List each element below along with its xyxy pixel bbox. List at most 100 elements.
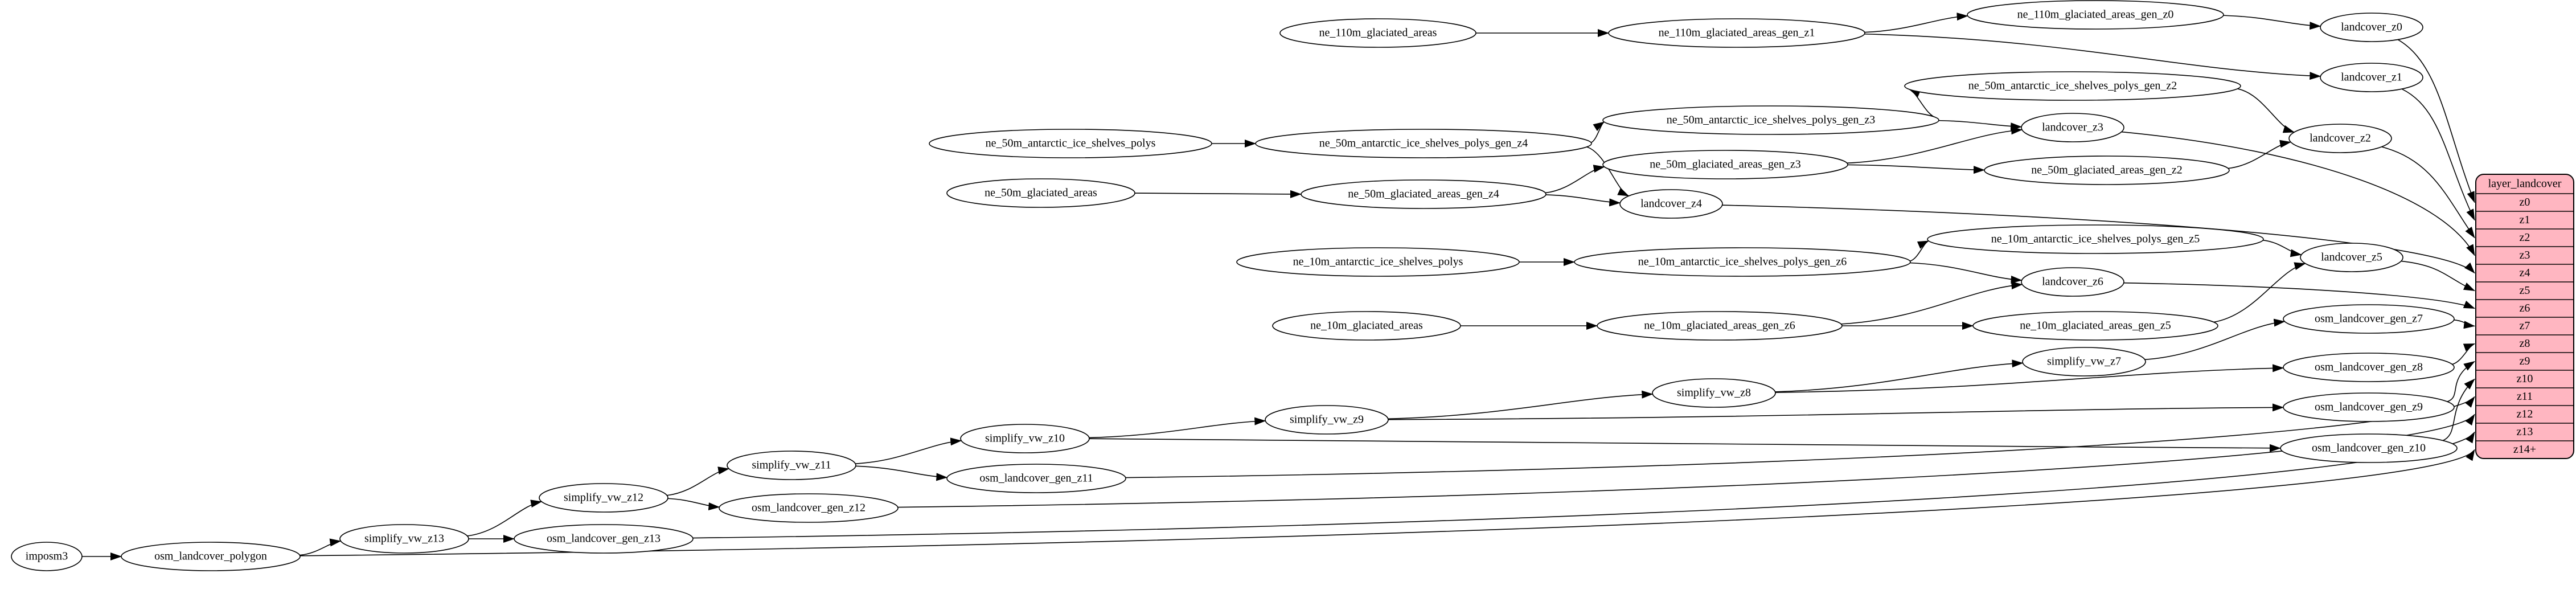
layer-table-header-label: layer_landcover: [2488, 178, 2562, 190]
node-ne_50m_antarctic_ice_shelves_polys_gen_z4: ne_50m_antarctic_ice_shelves_polys_gen_z…: [1255, 129, 1592, 158]
node-label-simplify_vw_z12: simplify_vw_z12: [564, 492, 643, 504]
edge-simplify_vw_z11-to-simplify_vw_z10: [855, 437, 962, 464]
node-ellipse-osm_landcover_gen_z7: [2283, 304, 2455, 334]
node-ne_10m_antarctic_ice_shelves_polys_gen_z6: ne_10m_antarctic_ice_shelves_polys_gen_z…: [1574, 247, 1911, 277]
node-ellipse-imposm3: [11, 542, 83, 571]
edge-osm_landcover_gen_z7-to-z7: [2454, 319, 2475, 329]
node-simplify_vw_z10: simplify_vw_z10: [960, 424, 1090, 453]
node-ellipse-ne_10m_glaciated_areas_gen_z6: [1597, 311, 1843, 341]
table-row-z1: z1: [2520, 214, 2530, 226]
node-label-ne_50m_antarctic_ice_shelves_polys_gen_z2: ne_50m_antarctic_ice_shelves_polys_gen_z…: [1968, 80, 2177, 92]
node-ne_10m_glaciated_areas_gen_z5: ne_10m_glaciated_areas_gen_z5: [1972, 311, 2218, 341]
edge-simplify_vw_z9-to-simplify_vw_z8: [1388, 390, 1654, 420]
node-label-osm_landcover_polygon: osm_landcover_polygon: [154, 550, 267, 563]
node-ellipse-landcover_z2: [2288, 124, 2392, 153]
node-ellipse-landcover_z4: [1619, 189, 1723, 219]
table-row-z11: z11: [2517, 390, 2533, 403]
edge-ne_50m_glaciated_areas_gen_z4-to-ne_50m_glaciated_areas_gen_z3: [1545, 165, 1605, 194]
node-ne_50m_antarctic_ice_shelves_polys_gen_z2: ne_50m_antarctic_ice_shelves_polys_gen_z…: [1904, 71, 2241, 101]
edge-ne_50m_antarctic_ice_shelves_polys_gen_z3-to-landcover_z3: [1938, 120, 2023, 131]
node-ellipse-ne_110m_glaciated_areas: [1279, 18, 1476, 48]
edge-ne_50m_glaciated_areas-to-ne_50m_glaciated_areas_gen_z4: [1134, 190, 1302, 198]
node-ellipse-osm_landcover_gen_z10: [2280, 433, 2458, 463]
node-ellipse-ne_10m_glaciated_areas: [1272, 311, 1461, 341]
node-simplify_vw_z11: simplify_vw_z11: [727, 451, 856, 480]
edge-osm_landcover_gen_z10-to-z10: [2442, 378, 2475, 441]
edge-simplify_vw_z12-to-simplify_vw_z11: [667, 466, 730, 496]
edge-simplify_vw_z9-to-osm_landcover_gen_z9: [1388, 403, 2284, 420]
node-ne_50m_glaciated_areas_gen_z4: ne_50m_glaciated_areas_gen_z4: [1301, 179, 1547, 209]
node-label-ne_110m_glaciated_areas: ne_110m_glaciated_areas: [1319, 27, 1437, 39]
node-ellipse-ne_50m_glaciated_areas_gen_z2: [1984, 155, 2230, 185]
table-row-z14+: z14+: [2513, 443, 2536, 456]
node-simplify_vw_z9: simplify_vw_z9: [1265, 405, 1389, 435]
table-row-z13: z13: [2517, 425, 2533, 438]
table-row-z6: z6: [2520, 302, 2530, 314]
table-row-z0: z0: [2520, 196, 2530, 208]
node-landcover_z4: landcover_z4: [1619, 189, 1723, 219]
node-label-ne_50m_antarctic_ice_shelves_polys: ne_50m_antarctic_ice_shelves_polys: [986, 137, 1156, 150]
node-label-landcover_z1: landcover_z1: [2341, 71, 2402, 84]
edge-ne_10m_glaciated_areas_gen_z6-to-landcover_z6: [1841, 281, 2023, 325]
node-label-landcover_z6: landcover_z6: [2042, 276, 2103, 288]
edge-landcover_z3-to-z3: [2121, 131, 2475, 256]
node-label-ne_10m_glaciated_areas: ne_10m_glaciated_areas: [1310, 320, 1423, 332]
node-label-osm_landcover_gen_z11: osm_landcover_gen_z11: [979, 472, 1093, 485]
node-ellipse-simplify_vw_z7: [2022, 347, 2146, 376]
node-label-osm_landcover_gen_z7: osm_landcover_gen_z7: [2315, 313, 2423, 325]
node-ellipse-osm_landcover_gen_z9: [2283, 392, 2455, 422]
edge-osm_landcover_gen_z12-to-z12: [897, 414, 2475, 508]
node-osm_landcover_gen_z9: osm_landcover_gen_z9: [2283, 392, 2455, 422]
node-ellipse-ne_50m_antarctic_ice_shelves_polys_gen_z4: [1255, 129, 1592, 158]
node-label-ne_50m_glaciated_areas_gen_z3: ne_50m_glaciated_areas_gen_z3: [1650, 158, 1800, 171]
node-label-landcover_z4: landcover_z4: [1640, 198, 1702, 210]
edge-ne_110m_glaciated_areas_gen_z0-to-landcover_z0: [2223, 15, 2321, 30]
node-ellipse-ne_50m_antarctic_ice_shelves_polys_gen_z2: [1904, 71, 2241, 101]
node-imposm3: imposm3: [11, 542, 83, 571]
node-label-simplify_vw_z11: simplify_vw_z11: [752, 459, 831, 472]
node-osm_landcover_gen_z12: osm_landcover_gen_z12: [719, 493, 899, 523]
edge-ne_10m_antarctic_ice_shelves_polys_gen_z6-to-ne_10m_antarctic_ice_shelves_polys_gen_z5: [1910, 240, 1929, 262]
node-ellipse-landcover_z0: [2320, 13, 2423, 42]
node-osm_landcover_gen_z7: osm_landcover_gen_z7: [2283, 304, 2455, 334]
node-ellipse-osm_landcover_polygon: [121, 542, 301, 571]
node-label-ne_50m_glaciated_areas_gen_z4: ne_50m_glaciated_areas_gen_z4: [1348, 188, 1499, 200]
node-ellipse-ne_50m_glaciated_areas_gen_z4: [1301, 179, 1547, 209]
node-ellipse-ne_50m_glaciated_areas_gen_z3: [1602, 150, 1848, 179]
edge-ne_50m_antarctic_ice_shelves_polys_gen_z2-to-landcover_z2: [2237, 88, 2295, 133]
node-ellipse-landcover_z5: [2300, 243, 2403, 272]
node-ellipse-osm_landcover_gen_z12: [719, 493, 899, 523]
node-ellipse-ne_50m_antarctic_ice_shelves_polys: [929, 129, 1212, 158]
node-simplify_vw_z7: simplify_vw_z7: [2022, 347, 2146, 376]
node-label-osm_landcover_gen_z10: osm_landcover_gen_z10: [2312, 442, 2426, 455]
edge-landcover_z0-to-z0: [2397, 39, 2475, 203]
edge-ne_50m_glaciated_areas_gen_z3-to-landcover_z3: [1847, 126, 2023, 164]
node-simplify_vw_z8: simplify_vw_z8: [1652, 378, 1776, 408]
node-label-osm_landcover_gen_z12: osm_landcover_gen_z12: [752, 502, 865, 514]
node-label-ne_50m_glaciated_areas_gen_z2: ne_50m_glaciated_areas_gen_z2: [2031, 164, 2182, 177]
edge-simplify_vw_z13-to-simplify_vw_z12: [467, 500, 543, 537]
table-row-z4: z4: [2520, 267, 2530, 279]
node-label-simplify_vw_z7: simplify_vw_z7: [2047, 355, 2121, 368]
node-label-ne_10m_glaciated_areas_gen_z6: ne_10m_glaciated_areas_gen_z6: [1644, 320, 1795, 332]
edge-layer: [82, 13, 2475, 560]
edge-landcover_z1-to-z1: [2401, 88, 2475, 221]
edge-landcover_z6-to-z6: [2123, 282, 2475, 309]
node-ellipse-ne_10m_glaciated_areas_gen_z5: [1972, 311, 2218, 341]
node-ne_10m_antarctic_ice_shelves_polys: ne_10m_antarctic_ice_shelves_polys: [1236, 247, 1520, 277]
edge-simplify_vw_z12-to-osm_landcover_gen_z12: [667, 498, 720, 511]
node-simplify_vw_z12: simplify_vw_z12: [539, 483, 668, 513]
node-label-simplify_vw_z13: simplify_vw_z13: [364, 533, 444, 545]
node-label-osm_landcover_gen_z13: osm_landcover_gen_z13: [547, 533, 661, 545]
table-row-z3: z3: [2520, 249, 2530, 261]
node-label-ne_110m_glaciated_areas_gen_z1: ne_110m_glaciated_areas_gen_z1: [1659, 27, 1815, 39]
node-ne_50m_glaciated_areas: ne_50m_glaciated_areas: [946, 178, 1135, 208]
node-ellipse-osm_landcover_gen_z11: [946, 464, 1126, 493]
node-ne_50m_glaciated_areas_gen_z3: ne_50m_glaciated_areas_gen_z3: [1602, 150, 1848, 179]
node-ellipse-ne_10m_antarctic_ice_shelves_polys: [1236, 247, 1520, 277]
node-ellipse-landcover_z1: [2320, 63, 2423, 92]
node-ne_50m_glaciated_areas_gen_z2: ne_50m_glaciated_areas_gen_z2: [1984, 155, 2230, 185]
node-label-ne_10m_antarctic_ice_shelves_polys: ne_10m_antarctic_ice_shelves_polys: [1293, 256, 1463, 268]
node-label-ne_50m_antarctic_ice_shelves_polys_gen_z4: ne_50m_antarctic_ice_shelves_polys_gen_z…: [1319, 137, 1528, 150]
